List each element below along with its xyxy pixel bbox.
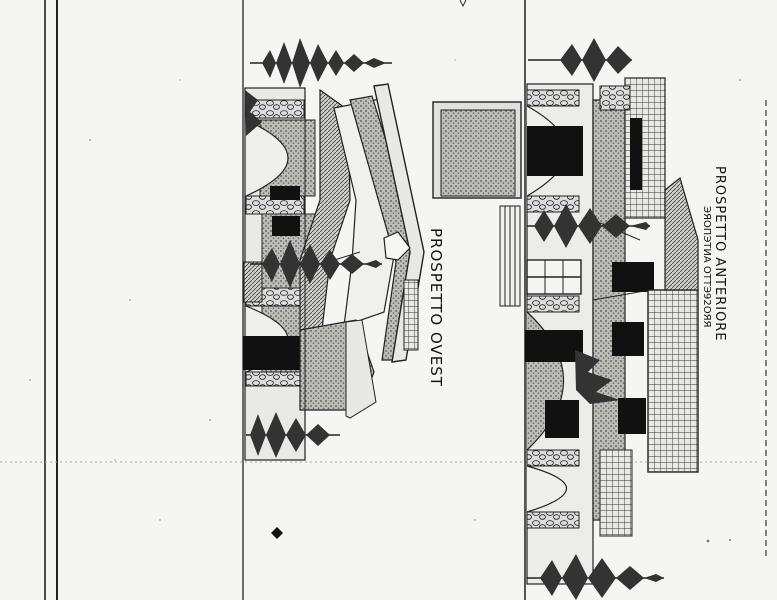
tree-icon [527,204,650,248]
tree-icon [245,90,262,136]
front-elevation-mirrored-subtitle: ЭЯОПЭТИA ОТТЭ92ОЯЯ [701,206,712,328]
front-elevation [432,77,699,585]
tree-icon [527,554,664,600]
tree-icon [250,38,392,88]
front-elevation-title: PROSPETTO ANTERIORE [712,166,727,342]
tree-icon [250,240,382,288]
west-elevation-title: PROSPETTO OVEST [427,228,445,387]
paper-speckle [29,59,741,543]
tree-icon [246,412,340,458]
diamond-marker-icon [271,527,283,539]
tree-icon [528,38,632,82]
tree-icon [575,350,620,404]
